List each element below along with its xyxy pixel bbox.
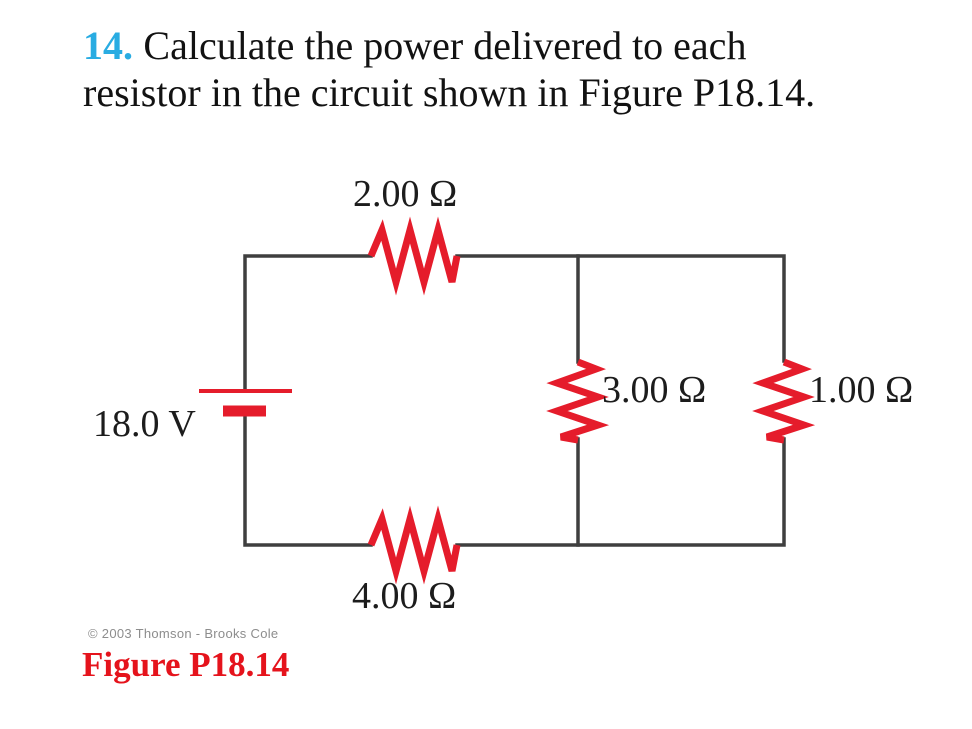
problem-line-2: resistor in the circuit shown in Figure … [83,69,815,116]
resistor-label-3ohm: 3.00 Ω [602,369,707,411]
wire-bottom-right [455,437,786,547]
resistor-label-1ohm: 1.00 Ω [809,369,914,411]
resistor-2ohm-zigzag-icon [367,216,461,296]
battery-voltage-label: 18.0 V [93,403,196,445]
problem-number: 14. [83,23,133,68]
resistor-1ohm-zigzag-icon [752,358,816,444]
wire-left-bottom [243,409,373,547]
problem-line-1: 14.Calculate the power delivered to each [83,22,815,69]
battery-symbol [199,389,292,417]
resistor-4ohm-zigzag-icon [367,505,461,585]
resistor-label-2ohm: 2.00 Ω [353,173,458,215]
wire-top-right [455,254,786,363]
figure-caption: Figure P18.14 [82,645,290,684]
problem-text-line1: Calculate the power delivered to each [143,23,747,68]
problem-statement: 14.Calculate the power delivered to each… [83,22,815,116]
wire-left-top [243,254,373,393]
resistor-3ohm-zigzag-icon [546,358,610,444]
resistor-label-4ohm: 4.00 Ω [352,575,457,617]
circuit-wires [243,254,786,547]
resistor-symbols [367,216,816,585]
problem-text-line2: resistor in the circuit shown in Figure … [83,70,816,115]
copyright-credit: © 2003 Thomson - Brooks Cole [88,626,279,641]
